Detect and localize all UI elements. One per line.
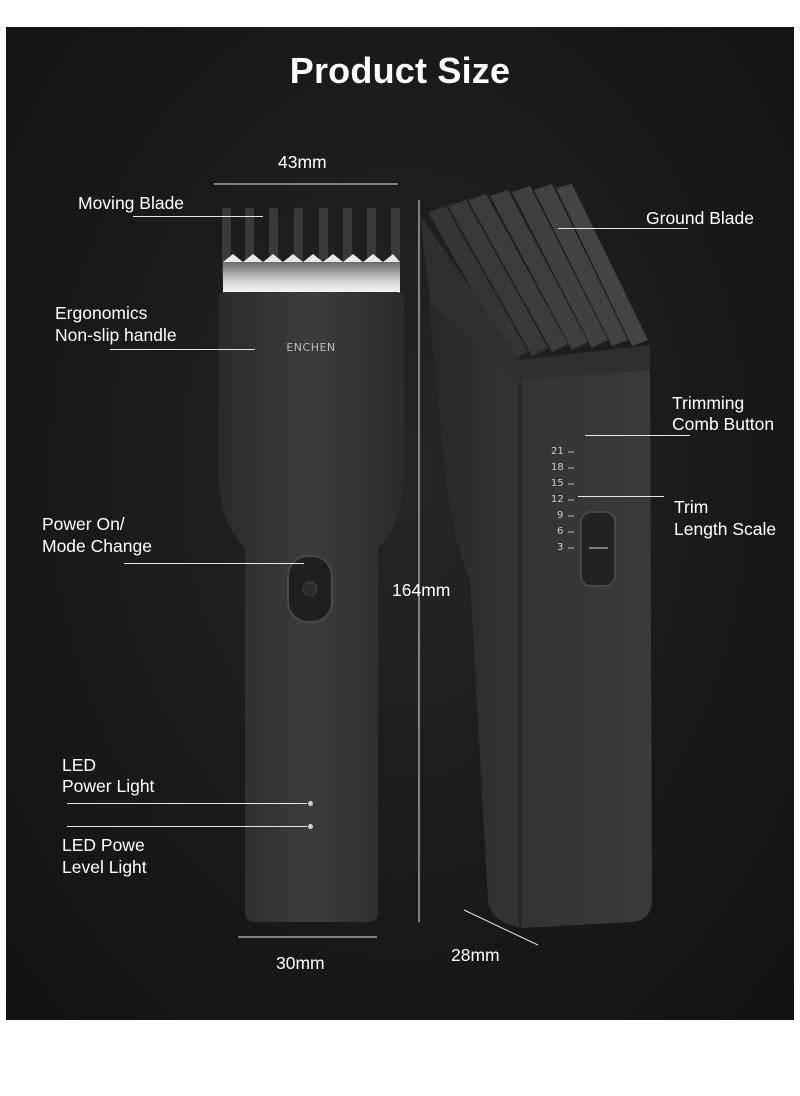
scale-number: 21: [551, 446, 564, 457]
leader-led-power: [67, 803, 307, 804]
front-clipper: ENCHEN: [218, 208, 404, 922]
dimension-height: 164mm: [392, 580, 451, 600]
leader-trimming-comb: [585, 435, 690, 436]
label-ergonomics-line2: Non-slip handle: [55, 325, 177, 345]
side-clipper: [420, 184, 652, 928]
dimension-width-bottom: 30mm: [276, 953, 325, 973]
leader-led-level: [67, 826, 307, 827]
page-title: Product Size: [289, 50, 511, 91]
label-ground-blade: Ground Blade: [646, 208, 754, 228]
label-moving-blade: Moving Blade: [78, 193, 185, 213]
label-trimming-line1: Trimming: [672, 393, 745, 413]
label-trimming-line2: Comb Button: [672, 414, 775, 434]
dim-line-depth: [463, 909, 539, 946]
label-led-level-line2: Level Light: [62, 857, 147, 877]
scale-number: 3: [557, 542, 564, 553]
label-trim-line2: Length Scale: [674, 519, 777, 539]
label-led-power-line1: LED: [62, 755, 97, 775]
scale-number: 6: [557, 526, 564, 537]
dimension-depth: 28mm: [451, 945, 500, 965]
leader-trim-scale: [578, 496, 664, 497]
label-led-power-line2: Power Light: [62, 776, 155, 796]
scale-number: 18: [551, 462, 564, 473]
label-power-line2: Mode Change: [42, 536, 152, 556]
leader-ergonomics: [110, 349, 255, 350]
dimension-width-top: 43mm: [278, 152, 327, 172]
label-led-level-line1: LED Powe: [62, 835, 145, 855]
scale-number: 15: [551, 478, 564, 489]
led-level-indicator: [308, 824, 313, 829]
leader-power-button: [124, 563, 304, 564]
leader-ground-blade: [558, 228, 688, 229]
label-power-line1: Power On/: [42, 514, 125, 534]
brand-logo: ENCHEN: [286, 341, 335, 354]
scale-number: 9: [557, 510, 564, 521]
leader-moving-blade: [133, 216, 263, 217]
label-trim-line1: Trim: [674, 497, 709, 517]
scale-number: 12: [551, 494, 564, 505]
product-panel: [6, 27, 794, 1020]
label-ergonomics-line1: Ergonomics: [55, 303, 148, 323]
led-power-indicator: [308, 801, 313, 806]
